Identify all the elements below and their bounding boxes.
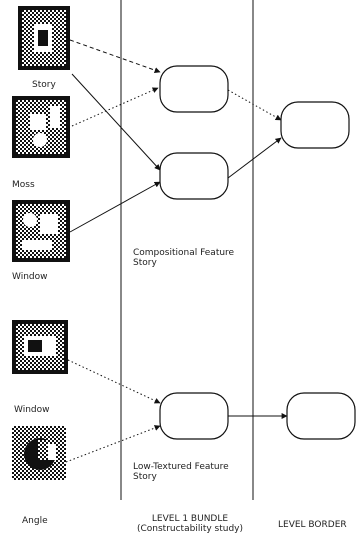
upper-group-label-line-2: Story (133, 258, 251, 268)
column-level2-label: LEVEL BORDER (278, 520, 347, 530)
upper-group-label: Compositional Feature Story (133, 248, 251, 268)
column-level1-label-line-2: (Constructability study) (134, 524, 246, 534)
lower-group-label-line-1: Low-Textured Feature (133, 462, 251, 472)
image-1-thumbnail (18, 6, 70, 70)
column-source-label: Angle (22, 516, 48, 526)
image-1-label: Story (32, 80, 56, 90)
edge-image1-node-b (72, 74, 160, 170)
edge-image4-node-c (68, 360, 160, 403)
node-level2-lower (287, 393, 355, 439)
image-3-label: Window (12, 272, 48, 282)
edge-node-a-level2 (228, 90, 281, 120)
node-level2-upper (281, 102, 349, 148)
image-2-label: Moss (12, 180, 35, 190)
lower-group-label-line-2: Story (133, 472, 251, 482)
edge-node-b-level2 (228, 138, 281, 178)
column-level1-label-line-1: LEVEL 1 BUNDLE (134, 514, 246, 524)
lower-group-label: Low-Textured Feature Story (133, 462, 251, 482)
column-level1-label: LEVEL 1 BUNDLE (Constructability study) (134, 514, 246, 534)
image-3-thumbnail (12, 200, 70, 262)
image-4-label: Window (14, 405, 50, 415)
edge-image3-node-b (70, 182, 160, 232)
edge-image1-node-a (70, 40, 160, 72)
image-5-thumbnail (12, 426, 66, 480)
node-level1-a (160, 66, 228, 112)
edge-image5-node-c (66, 426, 160, 462)
image-2-thumbnail (12, 96, 70, 158)
image-4-thumbnail (12, 320, 68, 374)
node-level1-b (160, 153, 228, 199)
node-level1-c (160, 393, 228, 439)
upper-group-label-line-1: Compositional Feature (133, 248, 251, 258)
